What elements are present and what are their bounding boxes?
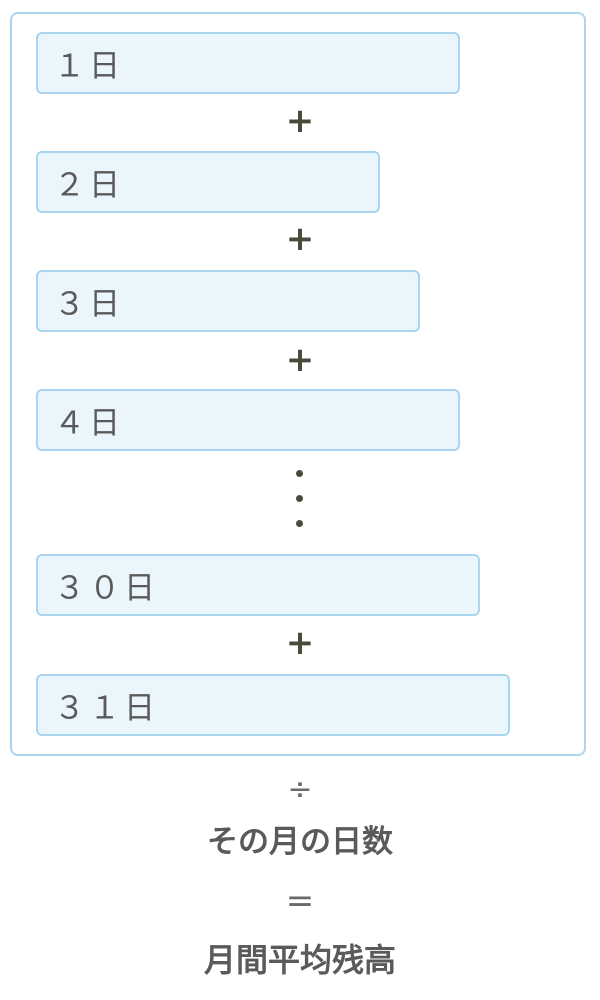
plus-operator: + xyxy=(285,340,315,380)
day-label: ３０日 xyxy=(54,570,159,607)
day-label: ４日 xyxy=(54,405,124,442)
plus-operator: + xyxy=(285,219,315,259)
day-bar-4: ４日 xyxy=(36,389,460,451)
plus-operator: + xyxy=(285,101,315,141)
plus-operator: + xyxy=(285,623,315,663)
day-label: ３日 xyxy=(54,286,124,323)
ellipsis-dot xyxy=(296,520,303,527)
divisor-label: その月の日数 xyxy=(207,824,393,860)
day-bar-30: ３０日 xyxy=(36,554,480,616)
sum-frame xyxy=(10,12,586,756)
ellipsis-dot xyxy=(296,495,303,502)
equals-operator: = xyxy=(285,881,315,921)
day-bar-2: ２日 xyxy=(36,151,380,213)
day-bar-1: １日 xyxy=(36,32,460,94)
day-label: ２日 xyxy=(54,167,124,204)
result-label: 月間平均残高 xyxy=(203,941,396,979)
divide-operator: ÷ xyxy=(287,772,313,807)
day-bar-31: ３１日 xyxy=(36,674,510,736)
day-label: ３１日 xyxy=(54,690,159,727)
ellipsis-dot xyxy=(296,470,303,477)
day-label: １日 xyxy=(54,48,124,85)
day-bar-3: ３日 xyxy=(36,270,420,332)
